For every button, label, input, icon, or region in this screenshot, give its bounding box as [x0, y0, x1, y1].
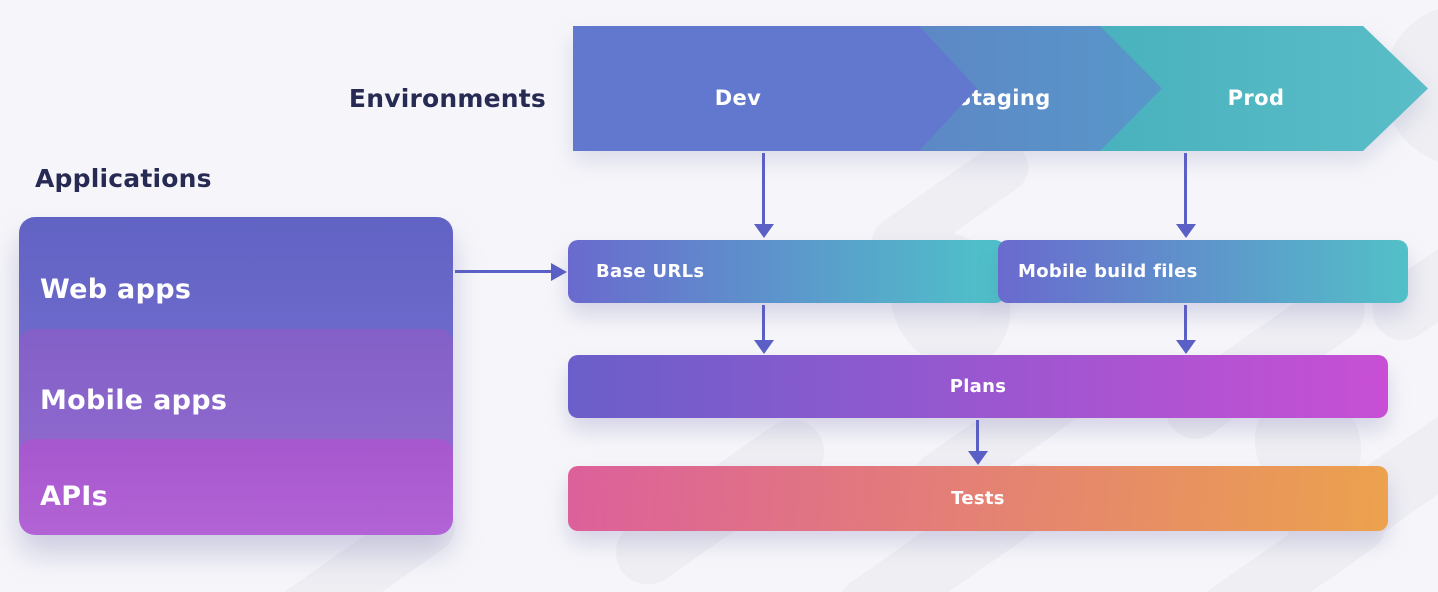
environment-step-label: Prod [1227, 85, 1285, 110]
application-item-mobile-apps: Mobile apps [19, 329, 453, 453]
environment-step-label: Dev [714, 85, 762, 110]
arrow-dev-to-base-urls [762, 153, 765, 225]
mobile-build-files-box: Mobile build files [998, 240, 1408, 303]
plans-box: Plans [568, 355, 1388, 418]
environment-step-dev: Dev [573, 26, 977, 151]
tests-label: Tests [951, 488, 1005, 509]
application-item-web-apps: Web apps [19, 217, 453, 343]
arrow-base-urls-to-plans [762, 305, 765, 341]
application-item-apis: APIs [19, 439, 453, 535]
base-urls-label: Base URLs [596, 261, 705, 282]
applications-stack: Web apps Mobile apps APIs [19, 217, 453, 535]
application-item-label: Web apps [40, 273, 192, 305]
arrow-prod-to-mobile-build-files [1184, 153, 1187, 225]
application-item-label: Mobile apps [40, 384, 228, 416]
environments-heading: Environments [348, 84, 546, 113]
tests-box: Tests [568, 466, 1388, 531]
application-item-label: APIs [40, 480, 109, 512]
mobile-build-files-label: Mobile build files [1018, 261, 1198, 282]
arrow-applications-to-base-urls [455, 270, 552, 273]
applications-heading: Applications [35, 164, 212, 193]
plans-label: Plans [949, 376, 1007, 397]
arrow-plans-to-tests [976, 420, 979, 452]
base-urls-box: Base URLs [568, 240, 1005, 303]
arrow-mobile-build-files-to-plans [1184, 305, 1187, 341]
